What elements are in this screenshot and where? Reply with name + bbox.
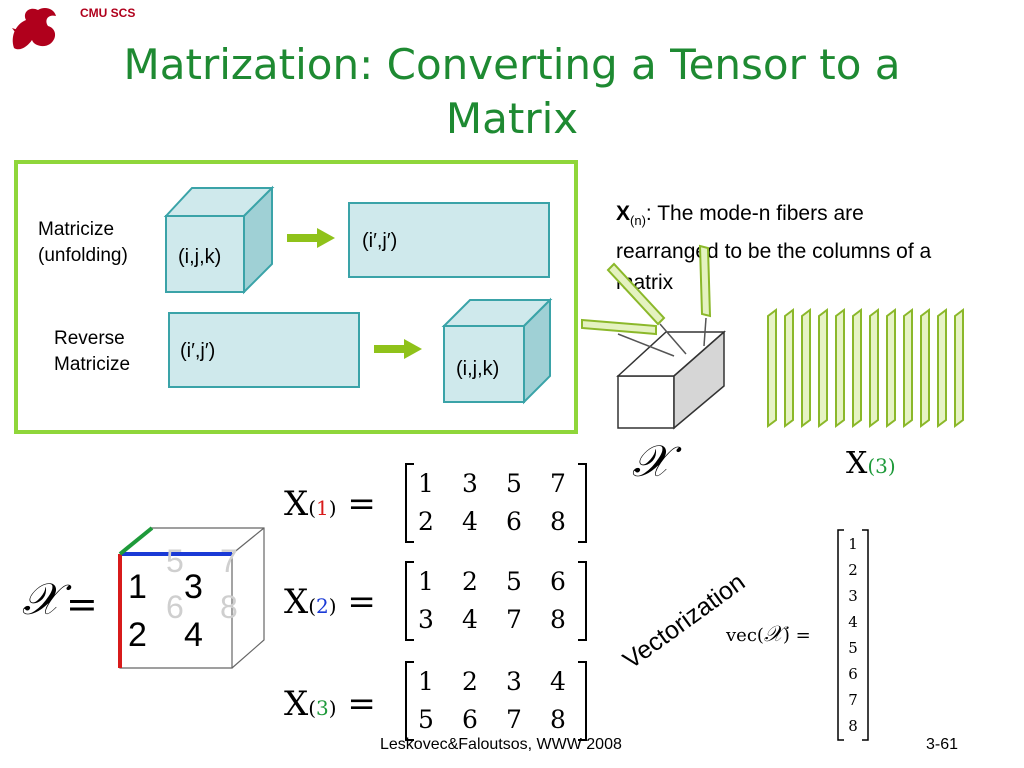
svg-text:3: 3 (848, 587, 858, 605)
tensor-cube-icon-2 (441, 297, 553, 405)
svg-text:6: 6 (506, 507, 522, 536)
svg-text:7: 7 (550, 469, 566, 498)
svg-text:7: 7 (848, 691, 858, 709)
matrix-rect-reverse (168, 312, 360, 388)
svg-text:8: 8 (220, 589, 238, 625)
arrow-right-icon (287, 228, 335, 248)
matricize-label: Matricize (38, 219, 115, 240)
svg-text:6: 6 (550, 567, 566, 596)
vec-close: ) = (782, 625, 811, 646)
svg-text:2: 2 (128, 616, 147, 654)
svg-text:6: 6 (848, 665, 858, 683)
svg-text:2: 2 (462, 567, 478, 596)
svg-text:4: 4 (462, 605, 478, 634)
vec-text: vec( (726, 625, 764, 646)
page-number: 3-61 (926, 736, 959, 753)
fiber-cube-diagram (581, 244, 726, 430)
svg-text:5: 5 (506, 567, 522, 596)
cube-label: (i,j,k) (178, 246, 222, 268)
tensor-cube-icon (163, 185, 275, 295)
svg-text:1: 1 (418, 667, 434, 696)
svg-text:4: 4 (462, 507, 478, 536)
x3-label: X(3) = (284, 684, 376, 724)
svg-text:8: 8 (550, 507, 566, 536)
mode-n-description: X(n): The mode-n fibers are rearranged t… (616, 198, 956, 298)
svg-text:2: 2 (462, 667, 478, 696)
matrix-label-reverse: (i′,j′) (180, 340, 216, 362)
reverse-label: Reverse (54, 328, 125, 349)
unfolding-label: (unfolding) (38, 245, 128, 266)
unfolded-fibers-diagram (767, 308, 964, 428)
svg-text:2: 2 (848, 561, 858, 579)
slide-title: Matrization: Converting a Tensor to a Ma… (123, 40, 901, 143)
mode2-index: 2 (316, 594, 329, 618)
x-symbol: X (616, 202, 631, 225)
svg-text:3: 3 (418, 605, 434, 634)
svg-text:3: 3 (506, 667, 522, 696)
svg-text:7: 7 (506, 605, 522, 634)
cmu-dragon-logo (12, 8, 56, 50)
svg-text:5: 5 (166, 543, 184, 579)
svg-text:5: 5 (418, 705, 434, 734)
svg-text:2: 2 (418, 507, 434, 536)
svg-text:5: 5 (848, 639, 858, 657)
svg-text:8: 8 (550, 605, 566, 634)
svg-text:3: 3 (462, 469, 478, 498)
svg-text:8: 8 (550, 705, 566, 734)
equals-sign: = (66, 582, 98, 626)
svg-text:1: 1 (128, 568, 147, 606)
svg-text:7: 7 (220, 543, 238, 579)
vector-column: 1 2 3 4 5 6 7 8 (837, 529, 869, 741)
unfolded-symbol: X(3) (846, 446, 896, 481)
svg-text:6: 6 (166, 589, 184, 625)
mode3-index: 3 (316, 696, 329, 720)
cube-label-2: (i,j,k) (456, 358, 500, 380)
svg-text:1: 1 (418, 567, 434, 596)
x-subscript: (n) (630, 213, 646, 229)
tensor-symbol: 𝒳 (632, 436, 670, 487)
vec-expression: vec(𝒳) = (726, 622, 811, 647)
vec-tensor-symbol: 𝒳 (763, 622, 783, 647)
mode1-index: 1 (316, 496, 329, 520)
x1-label: X(1) = (284, 484, 376, 524)
reverse-matricize-label: Matricize (54, 354, 131, 375)
x2-label: X(2) = (284, 582, 376, 622)
svg-text:3: 3 (184, 568, 203, 606)
svg-text:5: 5 (506, 469, 522, 498)
unfolded-subscript: (3) (867, 454, 896, 478)
numbered-cube-diagram: 5 7 6 8 1 3 2 4 (118, 526, 265, 669)
arrow-right-icon-2 (374, 339, 422, 359)
svg-text:6: 6 (462, 705, 478, 734)
matrix-label: (i′,j′) (362, 230, 398, 252)
svg-text:7: 7 (506, 705, 522, 734)
cube-tensor-symbol: 𝒳 (22, 574, 60, 625)
svg-text:4: 4 (848, 613, 858, 631)
unfolded-x: X (846, 446, 868, 481)
svg-text:4: 4 (550, 667, 566, 696)
svg-text:1: 1 (848, 535, 858, 553)
org-label: CMU SCS (80, 6, 136, 20)
svg-text:4: 4 (184, 616, 203, 654)
matricize-panel (14, 160, 578, 434)
svg-text:1: 1 (418, 469, 434, 498)
svg-text:8: 8 (848, 717, 858, 735)
description-text: : The mode-n fibers are rearranged to be… (616, 202, 932, 295)
citation: Leskovec&Faloutsos, WWW 2008 (380, 736, 622, 753)
matrix-rect (348, 202, 550, 278)
